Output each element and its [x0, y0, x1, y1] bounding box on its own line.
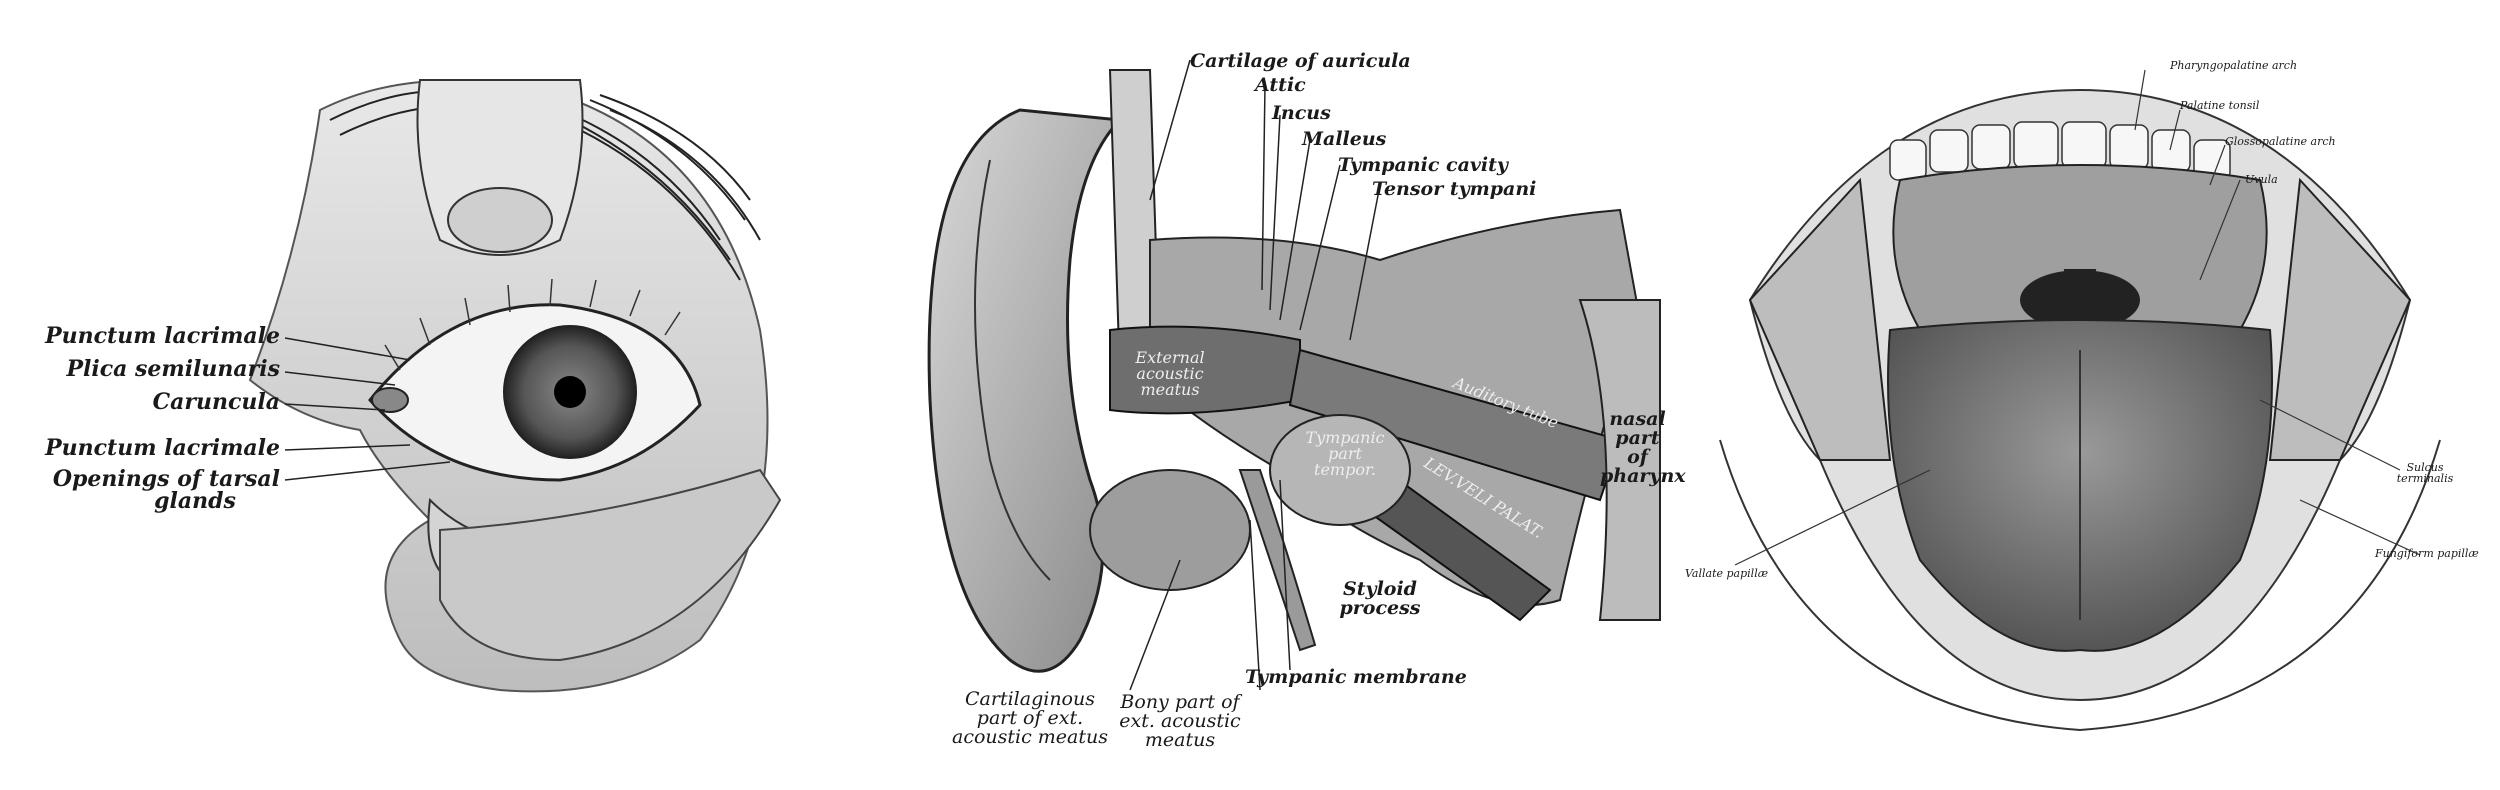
eye-label-caruncula: Caruncula	[152, 389, 280, 415]
ear-label-nasal-l2: part	[1615, 427, 1660, 449]
ear-label-tympanic-part-l1: Tympanic	[1305, 428, 1385, 447]
ear-drawing	[927, 59, 1661, 691]
mouth-label-pharyngopalatine-arch: Pharyngopalatine arch	[2170, 59, 2298, 72]
ear-label-bony-l3: meatus	[1144, 729, 1216, 751]
mouth-label-fungiform-papillae: Fungiform papillæ	[2375, 547, 2479, 560]
ear-label-external-meatus-l3: meatus	[1140, 380, 1200, 399]
eye-label-plica-semilunaris: Plica semilunaris	[66, 356, 280, 382]
ear-label-cartilaginous-meatus: Cartilaginous part of ext. acoustic meat…	[930, 690, 1130, 747]
ear-label-incus: Incus	[1272, 102, 1331, 124]
ear-label-styloid-l1: Styloid	[1343, 578, 1417, 600]
mouth-label-sulcus-l2: terminalis	[2396, 472, 2454, 485]
ear-label-nasal-pharynx: nasal part of pharynx	[1600, 408, 1686, 487]
eye-label-tarsal-glands: glands	[154, 488, 236, 514]
ear-label-cartilaginous-l2: part of ext.	[976, 707, 1084, 729]
ear-label-external-meatus: External acoustic meatus	[1110, 350, 1230, 398]
mouth-label-sulcus-l1: Sulcus	[2406, 461, 2444, 474]
mouth-drawing	[1719, 69, 2441, 732]
ear-label-tympanic-part-l3: tempor.	[1314, 460, 1376, 479]
ear-label-bony-l2: ext. acoustic	[1119, 710, 1241, 732]
eye-label-punctum-lower: Punctum lacrimale	[45, 435, 280, 461]
ear-label-cartilaginous-l3: acoustic meatus	[952, 726, 1108, 748]
ear-label-nasal-l1: nasal	[1609, 408, 1666, 430]
eye-drawing	[248, 79, 782, 693]
mouth-label-glossopalatine-arch: Glossopalatine arch	[2225, 135, 2336, 148]
ear-label-tympanic-cavity: Tympanic cavity	[1338, 154, 1508, 176]
ear-label-tympanic-membrane: Tympanic membrane	[1245, 666, 1467, 688]
eye-label-punctum-upper: Punctum lacrimale	[45, 323, 280, 349]
ear-label-tympanic-part-l2: part	[1328, 444, 1362, 463]
ear-label-external-meatus-l2: acoustic	[1136, 364, 1204, 383]
ear-label-bony-meatus: Bony part of ext. acoustic meatus	[1100, 693, 1260, 750]
mouth-label-vallate-papillae: Vallate papillæ	[1685, 567, 1769, 580]
mouth-label-palatine-tonsil: Palatine tonsil	[2180, 99, 2260, 112]
ear-label-attic: Attic	[1255, 74, 1306, 96]
ear-label-styloid-process: Styloid process	[1320, 580, 1440, 618]
ear-label-bony-l1: Bony part of	[1120, 691, 1240, 713]
ear-label-cartilaginous-l1: Cartilaginous	[965, 688, 1095, 710]
ear-label-nasal-l4: pharynx	[1600, 465, 1686, 487]
ear-label-cartilage-auricula: Cartilage of auricula	[1190, 50, 1411, 72]
ear-label-tensor-tympani: Tensor tympani	[1372, 178, 1537, 200]
ear-label-external-meatus-l1: External	[1135, 348, 1205, 367]
ear-label-malleus: Malleus	[1302, 128, 1387, 150]
ear-label-styloid-l2: process	[1339, 597, 1421, 619]
eye-illustration: Punctum lacrimale Plica semilunaris Caru…	[0, 0, 860, 790]
mouth-label-uvula: Uvula	[2245, 173, 2278, 186]
ear-label-nasal-l3: of	[1627, 446, 1648, 468]
eye-label-tarsal-openings: Openings of tarsal	[52, 466, 280, 492]
ear-illustration: Cartilage of auricula Attic Incus Malleu…	[860, 0, 1686, 790]
mouth-illustration: Pharyngopalatine arch Palatine tonsil Gl…	[1680, 0, 2500, 790]
mouth-label-sulcus-terminalis: Sulcus terminalis	[2390, 462, 2460, 484]
ear-label-tympanic-part: Tympanic part tempor.	[1300, 430, 1390, 478]
